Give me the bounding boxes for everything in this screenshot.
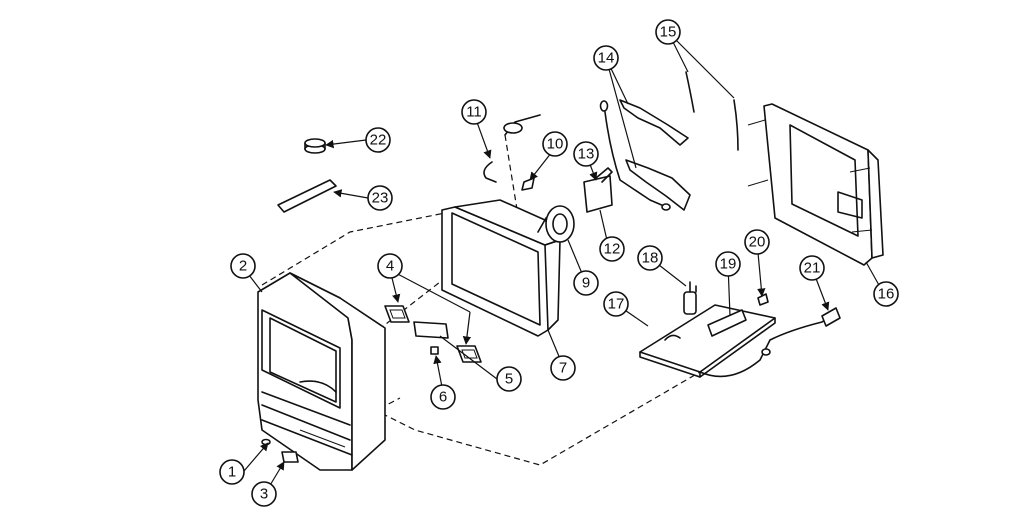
capacitor (683, 281, 697, 315)
callout-7: 7 (550, 355, 576, 381)
callout-15: 15 (655, 19, 681, 45)
callout-3: 3 (251, 481, 277, 507)
svg-text:4: 4 (386, 258, 394, 275)
callout-22: 22 (365, 127, 391, 153)
wire-harness (599, 99, 691, 211)
svg-text:21: 21 (804, 260, 821, 277)
callout-8: 18 (637, 245, 663, 271)
knob (304, 138, 326, 154)
svg-text:18: 18 (642, 250, 659, 267)
svg-text:17: 17 (608, 296, 625, 313)
callout-23: 23 (367, 185, 393, 211)
chain-parts (685, 71, 739, 151)
callout-4: 4 (377, 253, 403, 279)
bracket-parts (384, 305, 482, 363)
callout-9: 9 (573, 270, 599, 296)
connector (757, 293, 769, 306)
back-cover (747, 103, 884, 266)
circuit-board-small (583, 167, 613, 213)
power-cord (699, 307, 841, 378)
heat-sink-module (707, 309, 747, 337)
small-clip (521, 177, 535, 191)
svg-text:23: 23 (372, 190, 389, 207)
picture-tube (441, 199, 561, 337)
svg-text:11: 11 (466, 104, 482, 121)
svg-text:1: 1 (228, 464, 236, 481)
svg-text:13: 13 (578, 146, 595, 163)
svg-text:14: 14 (598, 50, 615, 67)
callout-5: 5 (496, 366, 522, 392)
svg-text:3: 3 (260, 486, 268, 503)
callout-13: 13 (573, 141, 599, 167)
callout-12: 12 (599, 236, 625, 262)
callout-2: 2 (230, 253, 256, 279)
svg-text:10: 10 (547, 136, 564, 153)
svg-text:12: 12 (604, 241, 621, 258)
callout-1: 1 (219, 459, 245, 485)
front-cabinet (257, 272, 386, 471)
callout-11: 11 (461, 99, 487, 125)
callout-17: 17 (603, 291, 629, 317)
small-button-part (261, 438, 271, 446)
callout-21: 21 (799, 255, 825, 281)
svg-text:20: 20 (749, 234, 766, 251)
svg-text:6: 6 (439, 389, 447, 406)
callout-14: 14 (593, 45, 619, 71)
svg-text:16: 16 (878, 286, 895, 303)
ground-wire (483, 114, 541, 183)
callout-10: 10 (542, 131, 568, 157)
callout-6: 6 (430, 384, 456, 410)
callout-19: 19 (715, 251, 741, 277)
svg-text:22: 22 (370, 132, 387, 149)
svg-text:19: 19 (720, 256, 737, 273)
main-circuit-board (639, 304, 776, 378)
small-cover-part (281, 451, 299, 463)
svg-text:2: 2 (239, 258, 247, 275)
callout-16: 16 (873, 281, 899, 307)
svg-text:5: 5 (505, 371, 513, 388)
svg-text:7: 7 (559, 360, 567, 377)
callout-20: 20 (744, 229, 770, 255)
strap (277, 179, 337, 213)
svg-text:15: 15 (660, 24, 677, 41)
svg-text:9: 9 (582, 275, 590, 292)
deflection-yoke (537, 205, 575, 243)
